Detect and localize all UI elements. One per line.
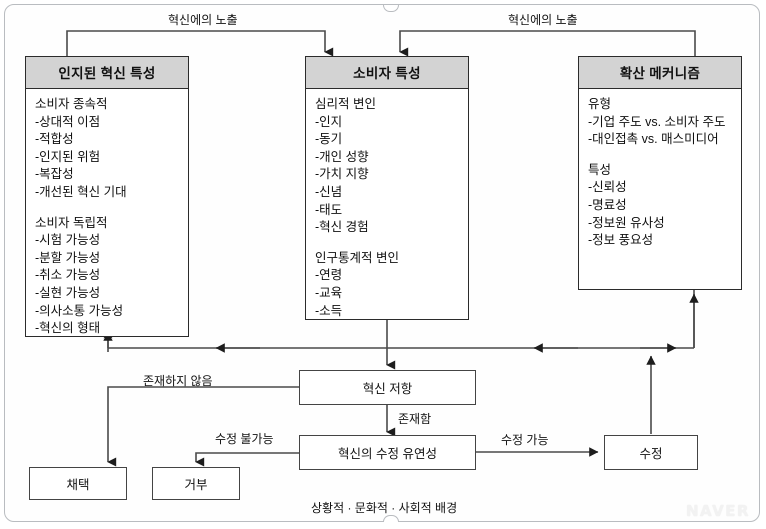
flowbox-adoption: 채택 [29, 467, 127, 500]
list-item: -정보원 유사성 [588, 215, 665, 230]
group-heading: 소비자 종속적 [35, 97, 108, 111]
flowbox-innovation-resistance: 혁신 저항 [299, 370, 476, 405]
list-item: -취소 가능성 [35, 268, 101, 283]
list-item: -시험 가능성 [35, 233, 101, 248]
list-item: -대인접촉 vs. 매스미디어 [588, 132, 719, 147]
naver-watermark: NAVER [685, 502, 750, 520]
panel-diffusion-mechanism: 확산 메커니즘 유형 -기업 주도 vs. 소비자 주도 -대인접촉 vs. 매… [578, 56, 742, 290]
edge-label-modifiable: 수정 가능 [501, 433, 549, 447]
list-item: -인지 [315, 114, 343, 129]
panel-body-diffusion-mechanism: 유형 -기업 주도 vs. 소비자 주도 -대인접촉 vs. 매스미디어 특성 … [579, 89, 741, 256]
panel-perceived-innovation-attributes: 인지된 혁신 특성 소비자 종속적 -상대적 이점 -적합성 -인지된 위험 -… [25, 56, 189, 337]
flowbox-label: 채택 [66, 478, 90, 492]
flowbox-label: 혁신의 수정 유연성 [338, 447, 437, 461]
list-item: -의사소통 가능성 [35, 303, 124, 318]
list-item: -기업 주도 vs. 소비자 주도 [588, 114, 726, 129]
edge-label-present: 존재함 [398, 412, 432, 426]
flowbox-label: 혁신 저항 [362, 382, 413, 396]
list-item: -교육 [315, 285, 343, 300]
flowbox-modification: 수정 [604, 435, 698, 470]
flowbox-label: 거부 [184, 478, 208, 492]
list-item: -소득 [315, 303, 343, 318]
flowbox-modification-flexibility: 혁신의 수정 유연성 [299, 435, 476, 470]
panel-body-perceived-innovation-attributes: 소비자 종속적 -상대적 이점 -적합성 -인지된 위험 -복잡성 -개선된 혁… [26, 89, 188, 344]
list-item: -상대적 이점 [35, 114, 101, 129]
list-item: -정보 풍요성 [588, 233, 654, 248]
list-item: -개선된 혁신 기대 [35, 184, 127, 199]
list-item: -개인 성향 [315, 149, 369, 164]
panel-consumer-characteristics: 소비자 특성 심리적 변인 -인지 -동기 -개인 성향 -가치 지향 -신념 … [305, 56, 469, 320]
list-item: -연령 [315, 268, 343, 283]
list-item: -명료성 [588, 197, 627, 212]
list-item: -혁신 경험 [315, 220, 369, 235]
list-item: -신뢰성 [588, 180, 627, 195]
list-item: -태도 [315, 202, 343, 217]
list-item: -적합성 [35, 132, 74, 147]
flowbox-label: 수정 [639, 447, 663, 461]
group-heading: 인구통계적 변인 [315, 250, 399, 265]
flowbox-rejection: 거부 [152, 467, 240, 500]
panel-title-consumer-characteristics: 소비자 특성 [306, 57, 468, 89]
group-spacer [315, 237, 459, 250]
edge-label-not-present: 존재하지 않음 [143, 374, 213, 388]
edge-label-exposure-right: 혁신에의 노출 [508, 13, 578, 27]
list-item: -인지된 위험 [35, 149, 101, 164]
list-item: -신념 [315, 184, 343, 199]
list-item: -분할 가능성 [35, 250, 101, 265]
diagram-footnote: 상황적 · 문화적 · 사회적 배경 [311, 501, 458, 515]
panel-title-perceived-innovation-attributes: 인지된 혁신 특성 [26, 57, 188, 89]
group-heading: 특성 [588, 162, 612, 177]
list-item: -동기 [315, 132, 343, 147]
edge-label-exposure-left: 혁신에의 노출 [168, 13, 238, 27]
group-spacer [35, 202, 179, 215]
panel-title-diffusion-mechanism: 확산 메커니즘 [579, 57, 741, 89]
list-item: -가치 지향 [315, 167, 369, 182]
edge-label-not-modifiable: 수정 불가능 [215, 432, 274, 446]
group-heading: 심리적 변인 [315, 97, 376, 111]
list-item: -복잡성 [35, 167, 74, 182]
list-item: -실현 가능성 [35, 285, 101, 300]
group-heading: 유형 [588, 97, 612, 111]
group-spacer [588, 149, 732, 162]
list-item: -혁신의 형태 [35, 321, 101, 336]
group-heading: 소비자 독립적 [35, 215, 108, 230]
frame-notch-bottom [383, 515, 399, 522]
panel-body-consumer-characteristics: 심리적 변인 -인지 -동기 -개인 성향 -가치 지향 -신념 -태도 -혁신… [306, 89, 468, 326]
frame-notch-top [383, 5, 399, 12]
